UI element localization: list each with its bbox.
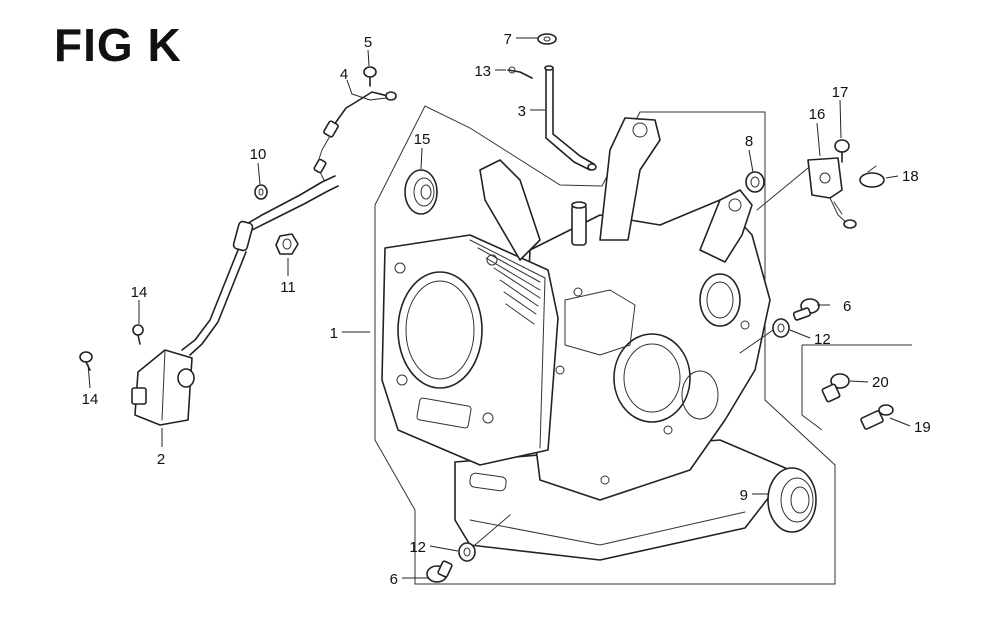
washer-12-bottom <box>458 542 476 562</box>
screw-5 <box>363 66 377 87</box>
drain-bolt-20 <box>821 373 850 403</box>
callout-5: 5 <box>364 34 372 51</box>
callout-16: 16 <box>809 106 826 123</box>
oil-alert-switch-16 <box>807 157 857 229</box>
dowel-pin-8 <box>745 171 765 193</box>
callout-18: 18 <box>902 168 919 185</box>
callout-15: 15 <box>414 131 431 148</box>
ground-wire-4 <box>317 91 397 163</box>
nut-11 <box>275 233 299 255</box>
callout-17: 17 <box>832 84 849 101</box>
oil-seal-9 <box>767 467 817 533</box>
oil-seal-15 <box>404 169 438 215</box>
assembly-boundary <box>374 105 912 585</box>
callout-8: 8 <box>745 133 753 150</box>
callout-11: 11 <box>280 279 296 296</box>
callout-2: 2 <box>157 451 165 468</box>
callout-1: 1 <box>330 325 338 342</box>
callout-6b: 6 <box>390 571 398 588</box>
washer-12-right <box>772 318 790 338</box>
callout-12a: 12 <box>814 331 831 348</box>
bolt-17 <box>834 139 850 163</box>
washer-10 <box>254 184 268 200</box>
callout-6a: 6 <box>843 298 851 315</box>
callout-4: 4 <box>340 66 348 83</box>
dipstick-tube <box>544 65 597 171</box>
callout-3: 3 <box>518 103 526 120</box>
callout-20: 20 <box>872 374 889 391</box>
figure-title: FIG K <box>54 19 182 71</box>
callout-13: 13 <box>474 63 491 80</box>
screw-14b <box>79 351 93 371</box>
nut-7 <box>537 33 557 45</box>
leader-lines <box>87 37 911 579</box>
callout-19: 19 <box>914 419 931 436</box>
callout-14a: 14 <box>131 284 148 301</box>
clamp-18 <box>859 165 885 188</box>
flange-bolt-6-right <box>792 298 820 321</box>
crankcase <box>381 117 791 561</box>
callout-labels: 1 2 3 4 5 6 6 7 8 9 10 11 12 12 13 14 14… <box>82 31 931 588</box>
clip-13 <box>507 66 533 79</box>
callout-7: 7 <box>504 31 512 48</box>
callout-12b: 12 <box>409 539 426 556</box>
callout-9: 9 <box>740 487 748 504</box>
callout-10: 10 <box>250 146 267 163</box>
screw-14a <box>132 324 144 345</box>
flange-bolt-6-bottom <box>426 560 453 583</box>
drain-plug-19 <box>860 404 894 430</box>
callout-14b: 14 <box>82 391 99 408</box>
ignition-coil-2 <box>131 158 339 426</box>
